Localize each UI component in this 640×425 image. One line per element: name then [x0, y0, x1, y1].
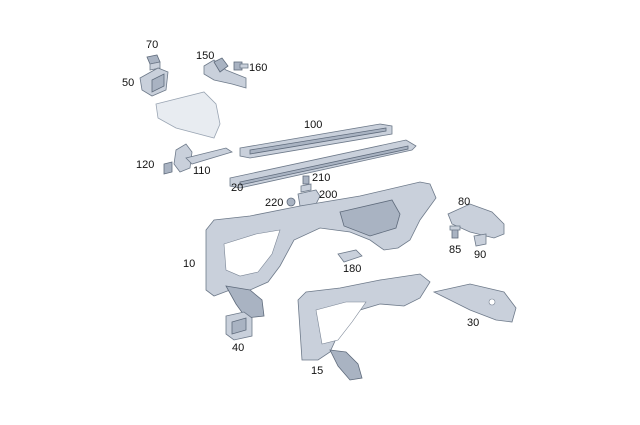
- part-200-bracket: [297, 189, 321, 207]
- part-50-bracket: [139, 67, 169, 97]
- part-150-bracket: [203, 57, 247, 89]
- part-50-ghost-panel: [155, 91, 221, 139]
- callout-210: 210: [312, 172, 331, 184]
- part-30-gusset: [432, 283, 517, 323]
- part-20-rail: [229, 139, 417, 189]
- part-220-nut: [286, 197, 296, 207]
- callout-220: 220: [265, 197, 284, 209]
- part-180-plate: [337, 249, 363, 263]
- callout-150: 150: [196, 50, 215, 62]
- callout-20: 20: [231, 182, 244, 194]
- callout-50: 50: [122, 77, 135, 89]
- part-160-bolt: [233, 61, 249, 71]
- callout-85: 85: [449, 244, 462, 256]
- callout-40: 40: [232, 342, 245, 354]
- callout-80: 80: [458, 196, 471, 208]
- callout-110: 110: [193, 165, 211, 177]
- part-120-bracket: [163, 143, 193, 175]
- part-100-rail: [239, 123, 393, 159]
- part-210-bolt: [300, 175, 312, 193]
- callout-100: 100: [304, 119, 323, 131]
- callout-30: 30: [467, 317, 480, 329]
- callout-15: 15: [311, 365, 324, 377]
- part-110-rail: [185, 147, 233, 165]
- part-90-clip: [473, 233, 487, 247]
- callout-90: 90: [474, 249, 487, 261]
- part-40-bracket: [225, 311, 253, 341]
- callout-160: 160: [249, 62, 268, 74]
- part-10-side-frame: [205, 181, 437, 319]
- part-85-bolt: [449, 225, 461, 239]
- callout-70: 70: [146, 39, 159, 51]
- callout-120: 120: [136, 159, 155, 171]
- callout-180: 180: [343, 263, 362, 275]
- part-15-side-frame: [297, 273, 431, 381]
- callout-10: 10: [183, 258, 196, 270]
- callout-200: 200: [319, 189, 338, 201]
